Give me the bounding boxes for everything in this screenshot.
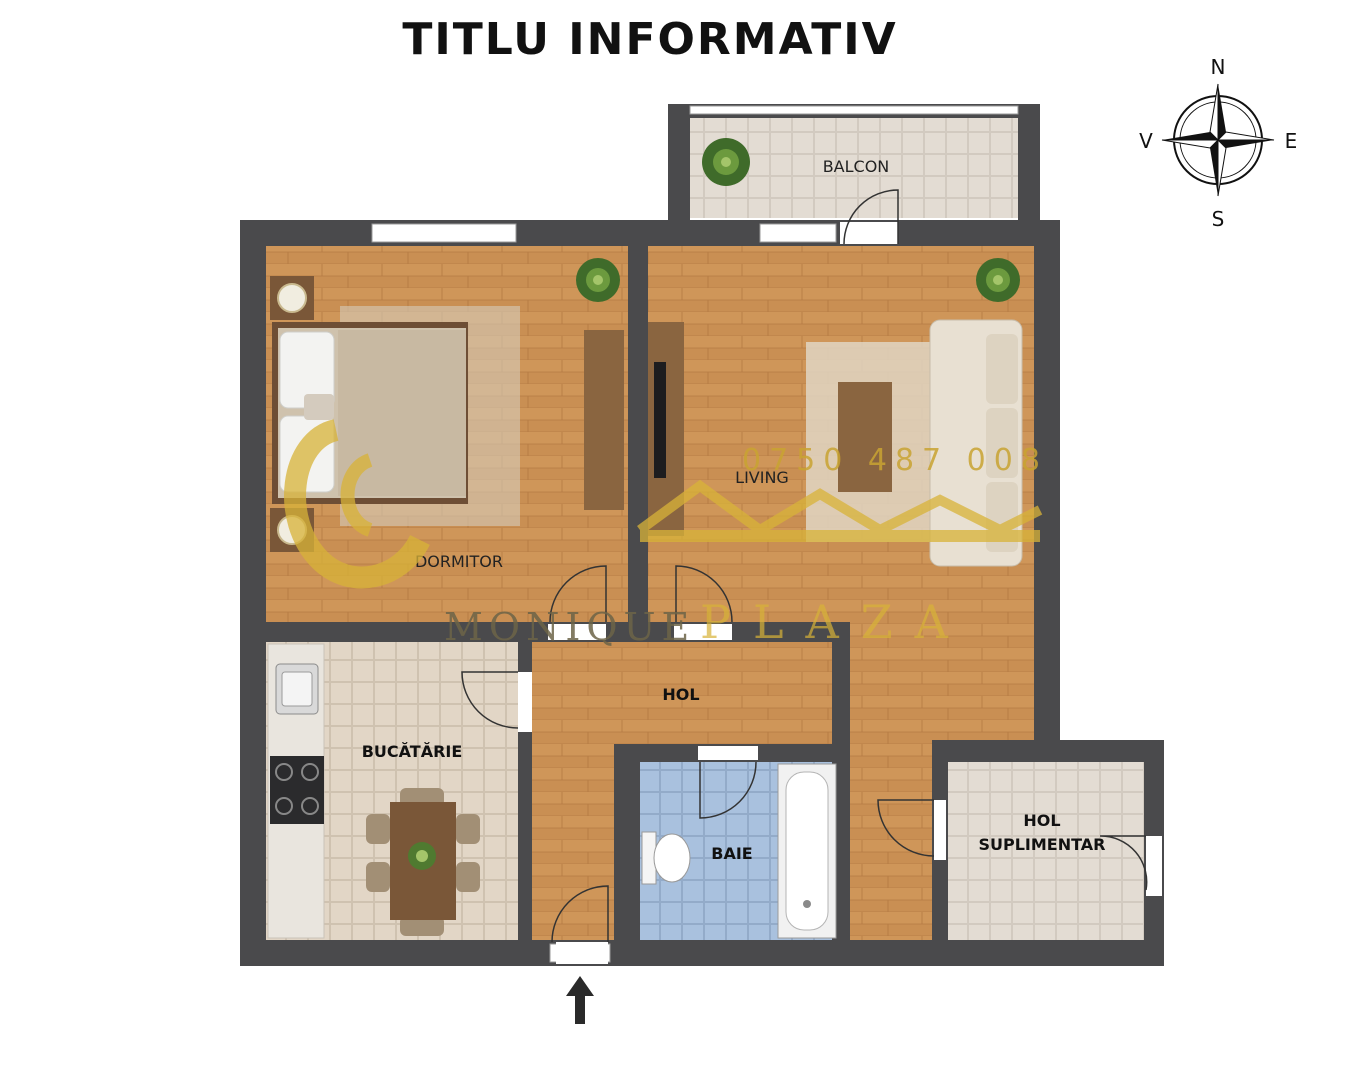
dormitor-desk: [584, 330, 624, 510]
entrance-arrow-icon: [566, 976, 594, 1024]
door-swings: [461, 189, 1148, 943]
plant-icon: [702, 138, 750, 186]
watermark-brand-right: PLAZA: [700, 595, 970, 649]
compass-rose-icon: [1161, 83, 1275, 197]
watermark-brand-left: MONIQUE: [444, 605, 695, 649]
compass-west: V: [1139, 129, 1153, 153]
dining-table: [366, 788, 480, 936]
room-label-hol-suplimentar-2: SUPLIMENTAR: [978, 835, 1105, 854]
room-label-baie: BAIE: [711, 844, 752, 863]
room-label-hol-suplimentar-1: HOL: [1023, 811, 1060, 830]
room-label-bucatarie: BUCĂTĂRIE: [362, 742, 463, 761]
compass-east: E: [1285, 129, 1298, 153]
compass-north: N: [1211, 55, 1226, 79]
room-label-balcon: BALCON: [823, 157, 890, 176]
hol-floor: [532, 642, 832, 744]
plant-icon: [576, 258, 620, 302]
toilet-icon: [641, 831, 691, 885]
bed: [272, 306, 520, 526]
room-label-hol: HOL: [662, 685, 699, 704]
room-label-living: LIVING: [735, 468, 789, 487]
hol-suplimentar-floor: [948, 762, 1144, 940]
hol-corridor-floor: [532, 744, 614, 940]
door-openings: [518, 222, 1162, 964]
watermark-phone: 0750 487 008: [742, 443, 1048, 478]
plant-icon: [976, 258, 1020, 302]
bathtub-icon: [777, 763, 837, 939]
stove-icon: [270, 756, 324, 824]
coffee-table: [838, 382, 892, 492]
watermark-logo-icon: [284, 419, 1043, 589]
compass-south: S: [1212, 207, 1225, 231]
tv-icon: [654, 362, 666, 478]
plan-title: TITLU INFORMATIV: [402, 14, 898, 65]
room-label-dormitor: DORMITOR: [415, 552, 503, 571]
sink-icon: [275, 663, 319, 715]
